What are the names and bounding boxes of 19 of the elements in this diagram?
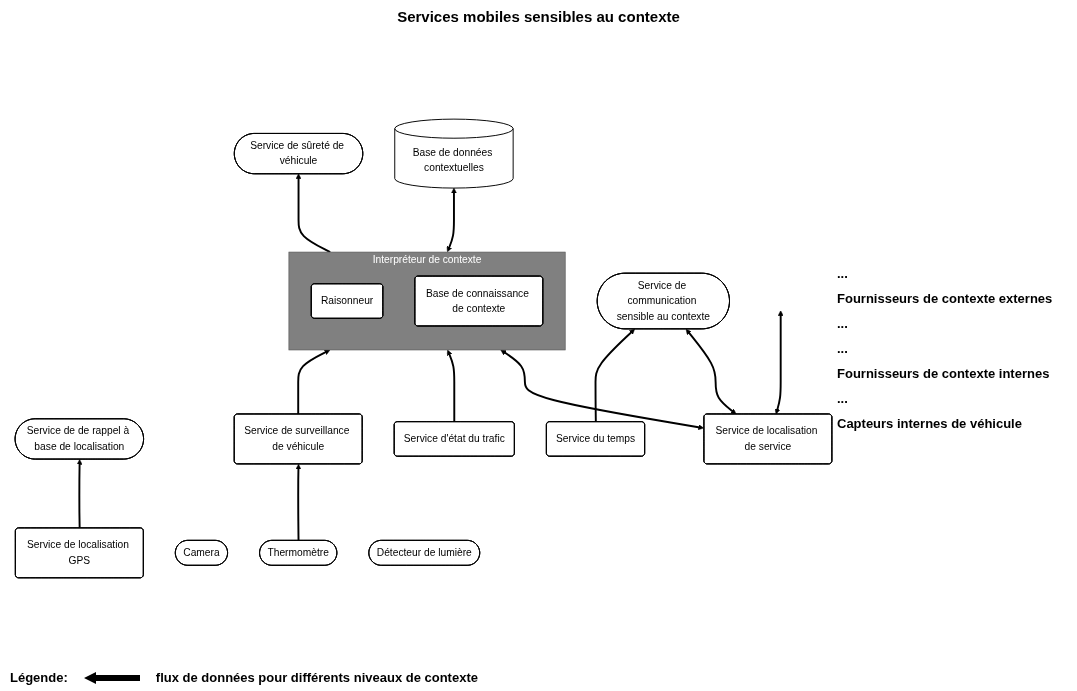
arrow — [774, 310, 784, 415]
arrow — [295, 173, 332, 254]
arrow — [446, 349, 456, 423]
arrow — [295, 464, 302, 542]
arrow — [500, 349, 704, 431]
legend-heading: Légende: — [10, 670, 68, 685]
arrow — [594, 328, 635, 423]
side-label: ... — [837, 341, 849, 356]
side-label: ... — [837, 391, 849, 406]
side-label: ... — [837, 316, 849, 331]
side-label: Capteurs internes de véhicule — [837, 416, 1023, 431]
arrow — [685, 328, 737, 415]
side-label: Fournisseurs de contexte externes — [837, 291, 1054, 306]
arrow — [446, 187, 457, 253]
side-label: Fournisseurs de contexte internes — [837, 366, 1051, 381]
legend-text: flux de données pour différents niveaux de contexte — [155, 670, 478, 685]
side-label: ... — [837, 266, 849, 281]
diagram-title: Services mobiles sensibles au contexte — [396, 8, 681, 25]
arrow — [297, 349, 331, 415]
